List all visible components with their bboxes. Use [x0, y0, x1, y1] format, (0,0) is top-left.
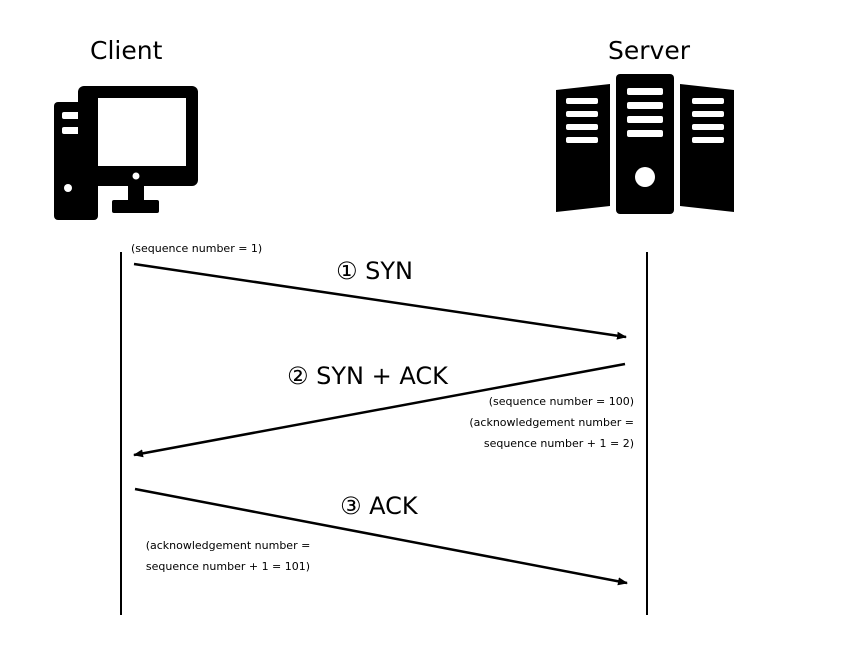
server-rack-icon: [556, 74, 734, 214]
syn-arrow: [133, 262, 627, 340]
syn-note: (sequence number = 1): [131, 238, 262, 259]
step-syn-ack-label: ② SYN + ACK: [287, 362, 448, 390]
ack-note-line: (acknowledgement number =: [145, 539, 311, 552]
syn-ack-note-line: sequence number + 1 = 2): [483, 437, 634, 450]
ack-note-line: sequence number + 1 = 101): [145, 560, 311, 573]
server-title: Server: [608, 36, 690, 65]
step-ack-label: ③ ACK: [340, 492, 418, 520]
desktop-computer-icon: [54, 86, 198, 220]
syn-note-line: (sequence number = 1): [131, 242, 263, 255]
client-title: Client: [90, 36, 163, 65]
syn-ack-note-line: (acknowledgement number =: [469, 416, 634, 429]
ack-note: (acknowledgement number = sequence numbe…: [138, 535, 318, 577]
syn-ack-arrow: [133, 362, 626, 458]
syn-ack-note-line: (sequence number = 100): [488, 395, 634, 408]
syn-ack-note: (sequence number = 100) (acknowledgement…: [440, 391, 634, 454]
step-syn-label: ① SYN: [336, 257, 413, 285]
ack-arrow: [134, 487, 628, 586]
